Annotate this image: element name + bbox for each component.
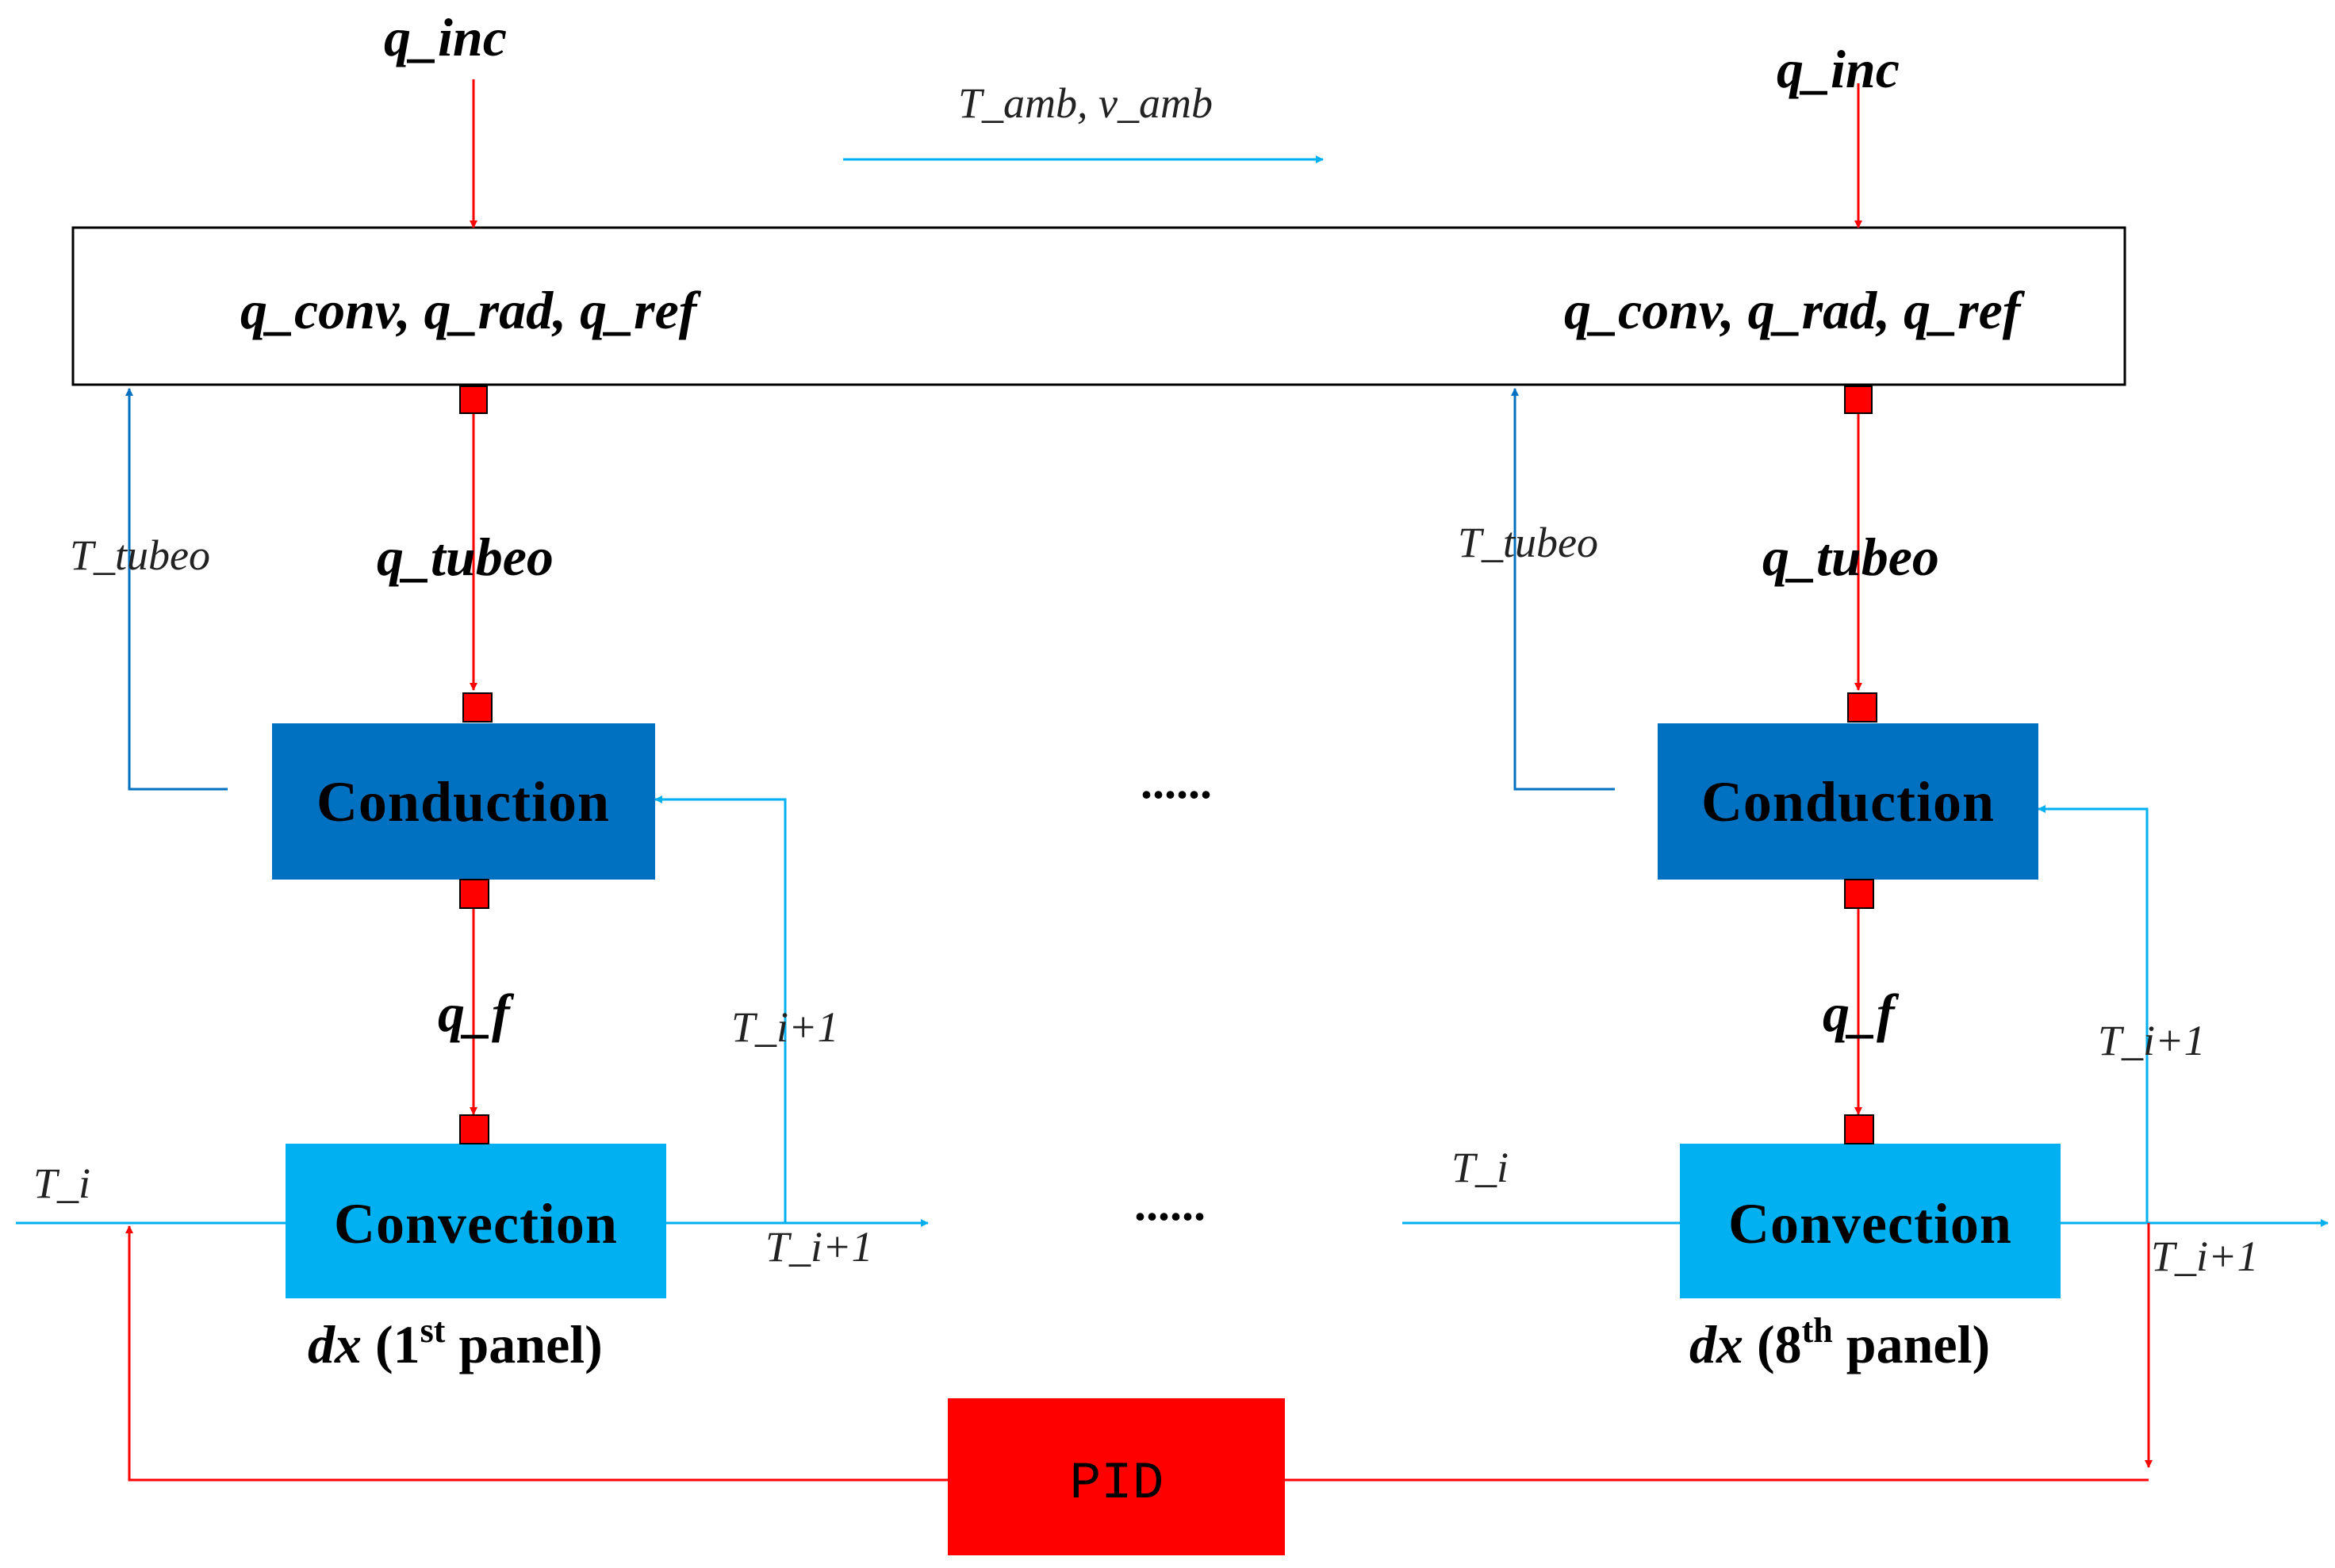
port-conduction-bottom-left (459, 879, 489, 909)
q-inc-right-label: q_inc (1777, 39, 1900, 99)
convection-block-right (1680, 1144, 2061, 1298)
panel-right-dx: dx (1689, 1314, 1743, 1374)
panel-left-dx: dx (308, 1314, 362, 1374)
q-tubeo-right-label: q_tubeo (1762, 527, 1939, 587)
q-inc-left-label: q_inc (384, 7, 507, 67)
surface-flux-block (71, 226, 2126, 386)
panel-left-caption: dx (1st panel) (308, 1311, 603, 1374)
t-i-in-right-label: T_i (1451, 1144, 1509, 1191)
port-surface-left (459, 385, 488, 414)
port-conduction-bottom-right (1844, 879, 1874, 909)
conduction-block-right (1658, 723, 2038, 880)
convection-left-label: Convection (334, 1192, 618, 1256)
panel-left-close: panel) (445, 1314, 602, 1374)
port-conduction-top-right (1847, 692, 1877, 723)
t-tubeo-right-label: T_tubeo (1458, 519, 1598, 566)
pid-output-line (125, 1225, 948, 1482)
t-i-next-out-right-label: T_i+1 (2151, 1233, 2258, 1280)
ellipsis-bottom: ...... (1134, 1178, 1206, 1230)
convection-block-left (286, 1144, 666, 1298)
q-f-right-label: q_f (1823, 983, 1900, 1043)
panel-left-ordinal: st (420, 1311, 446, 1350)
ambient-label: T_amb, v_amb (958, 79, 1213, 127)
fluxes-right-label: q_conv, q_rad, q_ref (1564, 280, 2026, 340)
t-i-next-feedback-right-line (2038, 805, 2149, 1223)
ellipsis-top: ...... (1141, 756, 1212, 808)
conduction-left-label: Conduction (316, 770, 610, 834)
port-convection-top-left (459, 1114, 489, 1144)
fluxes-left-label: q_conv, q_rad, q_ref (240, 280, 702, 340)
t-i-next-out-left-label: T_i+1 (765, 1223, 872, 1271)
port-conduction-top-left (462, 692, 493, 723)
panel-right-ordinal: th (1802, 1311, 1833, 1350)
conduction-block-left (272, 723, 655, 880)
t-i-next-feedback-left-label: T_i+1 (731, 1003, 838, 1051)
port-surface-right (1844, 385, 1873, 414)
q-f-left-label: q_f (438, 983, 515, 1043)
panel-right-close: panel) (1833, 1314, 1990, 1374)
t-tubeo-left-label: T_tubeo (70, 531, 210, 579)
t-tubeo-right-line (1511, 388, 1615, 791)
ports (459, 385, 1877, 1144)
t-i-next-feedback-right-label: T_i+1 (2098, 1017, 2205, 1064)
panel-right-open: (8 (1743, 1314, 1802, 1374)
panel-right-caption: dx (8th panel) (1689, 1311, 1990, 1374)
pid-label: PID (1070, 1454, 1164, 1513)
port-convection-top-right (1844, 1114, 1874, 1144)
t-i-in-left-label: T_i (33, 1160, 90, 1207)
conduction-right-label: Conduction (1701, 770, 1995, 834)
panel-left-open: (1 (362, 1314, 420, 1374)
t-i-next-feedback-left-line (654, 796, 787, 1223)
q-tubeo-left-label: q_tubeo (377, 527, 554, 587)
t-tubeo-left-line (125, 388, 228, 791)
pid-block (948, 1398, 1285, 1555)
convection-right-label: Convection (1728, 1192, 2012, 1256)
